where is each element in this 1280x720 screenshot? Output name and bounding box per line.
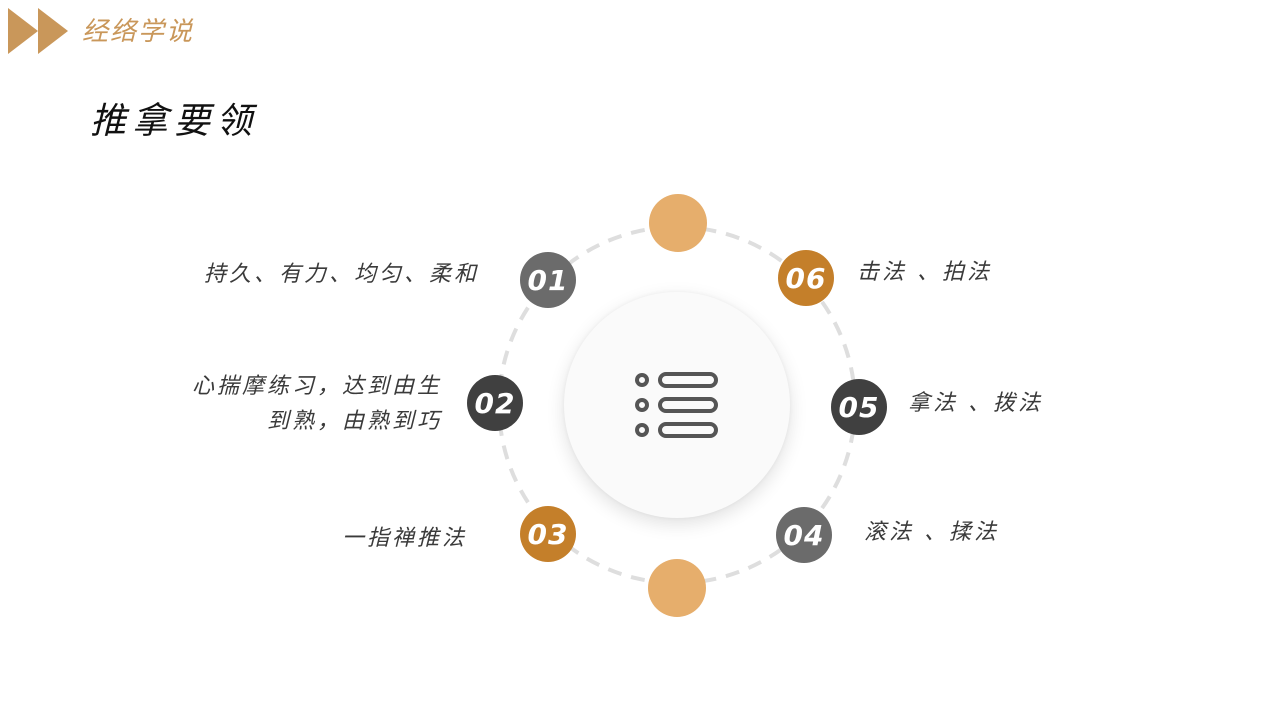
badge-02: 02 [467, 375, 523, 431]
label-05: 拿法 、拨法 [908, 391, 1043, 416]
badge-06: 06 [778, 250, 834, 306]
label-04: 滚法 、揉法 [864, 520, 999, 545]
page-title: 推拿要领 [90, 101, 259, 142]
badge-03: 03 [520, 506, 576, 562]
list-icon [635, 372, 718, 438]
label-01: 持久、有力、均匀、柔和 [204, 262, 480, 287]
badge-04: 04 [776, 507, 832, 563]
section-title: 经络学说 [82, 17, 195, 47]
label-02-line2: 到熟，由熟到巧 [266, 409, 442, 434]
badge-05: 05 [831, 379, 887, 435]
label-03: 一指禅推法 [342, 526, 468, 551]
badge-01: 01 [520, 252, 576, 308]
deco-dot-top [649, 194, 707, 252]
label-06: 击法 、拍法 [857, 260, 992, 285]
center-disc [564, 292, 790, 518]
deco-dot-bottom [648, 559, 706, 617]
label-02-line1: 心揣摩练习，达到由生 [191, 374, 442, 399]
double-chevron-icon [8, 8, 68, 54]
